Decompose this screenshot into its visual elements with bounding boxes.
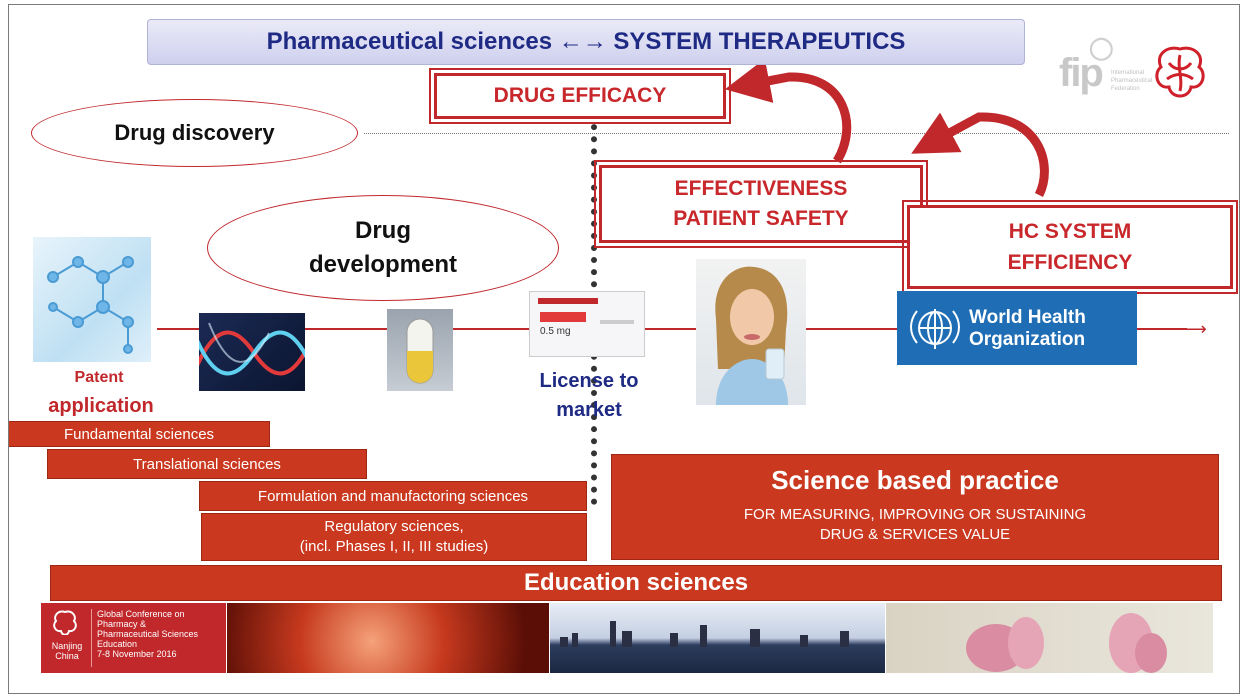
molecule-image: [33, 237, 151, 362]
regulatory-sciences-bar: Regulatory sciences, (incl. Phases I, II…: [201, 513, 587, 561]
drug-development-label-2: development: [308, 251, 458, 278]
application-label: application: [48, 395, 154, 417]
drug-efficacy-box: DRUG EFFICACY: [429, 68, 731, 124]
who-logo: World Health Organization: [897, 291, 1137, 365]
slide-title: Pharmaceutical sciences ←→ SYSTEM THERAP…: [147, 19, 1025, 65]
education-sciences-bar: Education sciences: [50, 565, 1222, 601]
arrow-effectiveness-to-efficacy: [724, 65, 852, 164]
license-label: License to market: [519, 367, 659, 425]
who-line2: Organization: [969, 329, 1086, 350]
conference-banner: Nanjing China Global Conference on Pharm…: [41, 603, 1213, 673]
timeline-line: [157, 328, 1187, 330]
fundamental-sciences-bar: Fundamental sciences: [9, 421, 270, 447]
drug-efficacy-label: DRUG EFFICACY: [493, 84, 667, 107]
effectiveness-box: EFFECTIVENESS PATIENT SAFETY: [594, 160, 928, 248]
who-line1: World Health: [969, 307, 1086, 328]
translational-sciences-bar: Translational sciences: [47, 449, 367, 479]
arrow-hc-to-effectiveness: [911, 112, 1049, 198]
license-line1: License to: [539, 370, 639, 392]
capsule-image: [387, 309, 453, 391]
conference-knot-icon: [53, 610, 77, 635]
regulatory-line2: (incl. Phases I, II, III studies): [299, 538, 489, 555]
who-emblem-icon: [910, 309, 960, 349]
conference-city: Nanjing China: [51, 641, 83, 661]
formulation-sciences-bar: Formulation and manufactoring sciences: [199, 481, 587, 511]
practice-line2: DRUG & SERVICES VALUE: [819, 526, 1011, 543]
effectiveness-label: EFFECTIVENESS: [674, 177, 848, 200]
hc-system-box: HC SYSTEM EFFICIENCY: [902, 200, 1238, 294]
hc-system-label: HC SYSTEM: [1008, 220, 1132, 243]
patent-label: Patent: [74, 369, 124, 386]
woman-taking-pill-image: [696, 259, 806, 405]
regulatory-line1: Regulatory sciences,: [324, 518, 464, 535]
curved-arrows: [724, 65, 1049, 198]
drug-development-ellipse: Drug development: [207, 195, 559, 301]
dna-image: [199, 313, 305, 391]
package-dose: 0.5 mg: [540, 326, 571, 337]
timeline-arrow-icon: ⟶: [1181, 319, 1207, 339]
city-skyline-photo: [550, 603, 885, 673]
flower-photo: [886, 603, 1213, 673]
drug-discovery-ellipse: Drug discovery: [31, 99, 358, 167]
slide: Pharmaceutical sciences ←→ SYSTEM THERAP…: [8, 4, 1240, 694]
conference-logo-panel: Nanjing China Global Conference on Pharm…: [41, 603, 226, 673]
medicine-package-image: 0.5 mg: [529, 291, 645, 357]
lantern-photo: [227, 603, 549, 673]
drug-discovery-label: Drug discovery: [114, 120, 275, 145]
science-practice-box: Science based practice FOR MEASURING, IM…: [611, 454, 1219, 560]
conference-text: Global Conference on Pharmacy & Pharmace…: [97, 609, 199, 659]
red-knot-logo-icon: [1155, 46, 1205, 98]
license-line2: market: [556, 399, 622, 421]
fip-logo-text: fip: [1059, 51, 1104, 95]
patient-safety-label: PATIENT SAFETY: [673, 207, 849, 230]
practice-line1: FOR MEASURING, IMPROVING OR SUSTAINING: [743, 506, 1087, 523]
fip-logo: ◯ fip International Pharmaceutical Feder…: [1059, 35, 1153, 95]
drug-development-label-1: Drug: [355, 217, 411, 244]
discovery-divider: [364, 133, 1229, 134]
efficiency-label: EFFICIENCY: [1007, 251, 1133, 274]
practice-title: Science based practice: [771, 465, 1059, 495]
